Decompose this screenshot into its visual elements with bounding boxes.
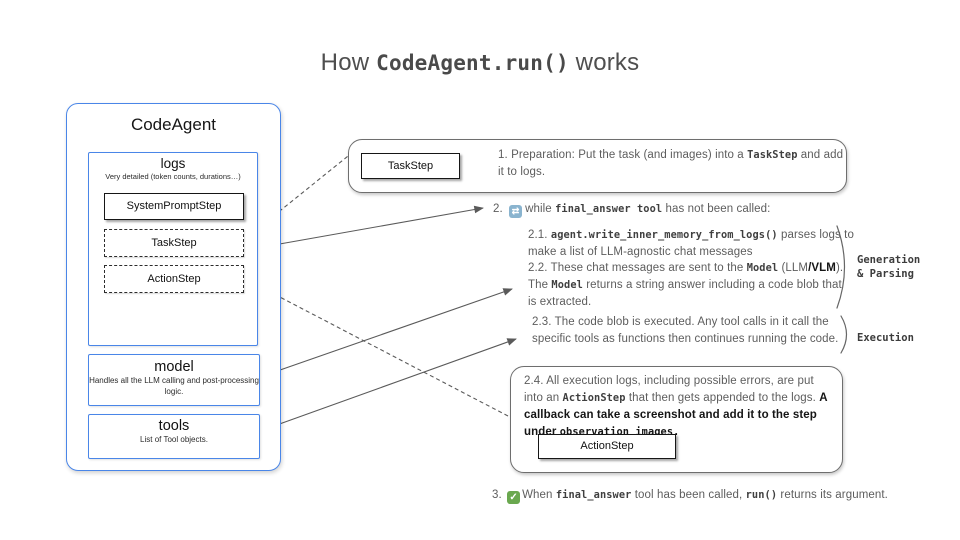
step-2-1-number: 2.1. [528,229,551,241]
step-2-number: 2. [493,203,507,215]
step-3-t1: When [522,489,556,501]
step-2-2-code1: Model [746,262,779,274]
label-generation-line2: & Parsing [857,268,914,281]
step-2-1-text: 2.1. agent.write_inner_memory_from_logs(… [528,227,864,261]
step-3-text: 3. ✓When final_answer tool has been call… [492,487,952,504]
step-1-taskstep-chip: TaskStep [361,153,460,179]
step-2-3-text: 2.3. The code blob is executed. Any tool… [532,314,850,348]
step-1-t2: and add it to logs. [498,149,844,179]
step-2-heading: 2. ⇄while final_answer tool has not been… [493,201,893,218]
step-3-t2: tool has been called, [631,489,746,501]
connector-logs-to-step2 [256,205,484,249]
step-2-2-t2: (LLM [778,262,809,274]
step-2-4-container: 2.4. All execution logs, including possi… [510,366,843,473]
step-2-2-vlm: /VLM [808,262,836,274]
step-2-2-t3: ). The [528,262,844,292]
step-1-container: TaskStep 1. Preparation: Put the task (a… [348,139,847,193]
label-generation-line1: Generation [857,254,921,266]
step-2-t1: while [525,203,556,215]
step-2-1-t1: parses logs to make a list of LLM-agnost… [528,229,854,259]
step-1-code: TaskStep [747,149,798,161]
step-2-4-t2: that then gets appended to the logs. [625,392,820,405]
task-step-box: TaskStep [104,229,244,257]
action-step-box: ActionStep [104,265,244,293]
step-2-4-number: 2.4. [524,375,547,387]
step-2-4-actionstep-chip: ActionStep [538,434,676,459]
repeat-icon: ⇄ [509,205,523,218]
step-2-4-text: 2.4. All execution logs, including possi… [524,373,830,441]
step-3-code1: final_answer [555,489,632,501]
step-3-number: 3. [492,489,506,501]
step-2-code: final_answer tool [555,203,663,215]
step-2-3-t1: The code blob is executed. Any tool call… [532,316,839,346]
step-2-2-code2: Model [551,279,583,292]
model-title: model [154,359,194,375]
step-1-number: 1. [498,149,512,161]
connector-model-to-step22 [259,288,513,378]
label-execution: Execution [857,332,914,344]
step-2-2-number: 2.2. [528,262,551,274]
page-title-code: CodeAgent.run() [376,51,569,75]
logs-subtitle: Very detailed (token counts, durations…) [105,172,241,181]
check-icon: ✓ [507,491,521,504]
step-2-4-t1: All execution logs, including possible e… [524,375,814,405]
logs-title: logs [160,156,186,171]
label-generation-parsing: Generation & Parsing [857,253,920,281]
step-3-code2: run() [745,489,778,501]
tools-title: tools [158,418,190,434]
step-2-4-callback-note: A callback can take a screenshot and add… [524,392,828,439]
connector-tools-to-step23 [259,338,517,432]
step-2-2-t4: returns a string answer including a code… [528,279,842,309]
connector-step24-to-actionstep [250,281,509,417]
systemprompt-step-box: SystemPromptStep [104,193,244,220]
step-2-3-number: 2.3. [532,316,555,328]
step-2-t2: has not been called: [662,203,771,215]
page-title: How CodeAgent.run() works [0,49,960,77]
page-title-prefix: How [320,49,377,76]
tools-subtitle: List of Tool objects. [140,435,208,444]
model-box: model Handles all the LLM calling and po… [88,354,260,406]
step-2-1-code: agent.write_inner_memory_from_logs() [550,229,778,241]
step-3-t3: returns its argument. [777,489,888,501]
model-subtitle: Handles all the LLM calling and post-pro… [89,376,259,396]
codeagent-panel: CodeAgent logs Very detailed (token coun… [66,103,281,471]
page-title-suffix: works [568,49,640,76]
tools-box: tools List of Tool objects. [88,414,260,459]
step-2-2-text: 2.2. These chat messages are sent to the… [528,260,852,311]
logs-box: logs Very detailed (token counts, durati… [88,152,258,346]
step-2-2-t1: These chat messages are sent to the [550,262,747,274]
step-2-4-code1: ActionStep [562,392,626,405]
codeagent-title: CodeAgent [130,115,217,134]
step-1-text: 1. Preparation: Put the task (and images… [498,147,850,181]
step-1-t1: Preparation: Put the task (and images) i… [511,149,748,161]
